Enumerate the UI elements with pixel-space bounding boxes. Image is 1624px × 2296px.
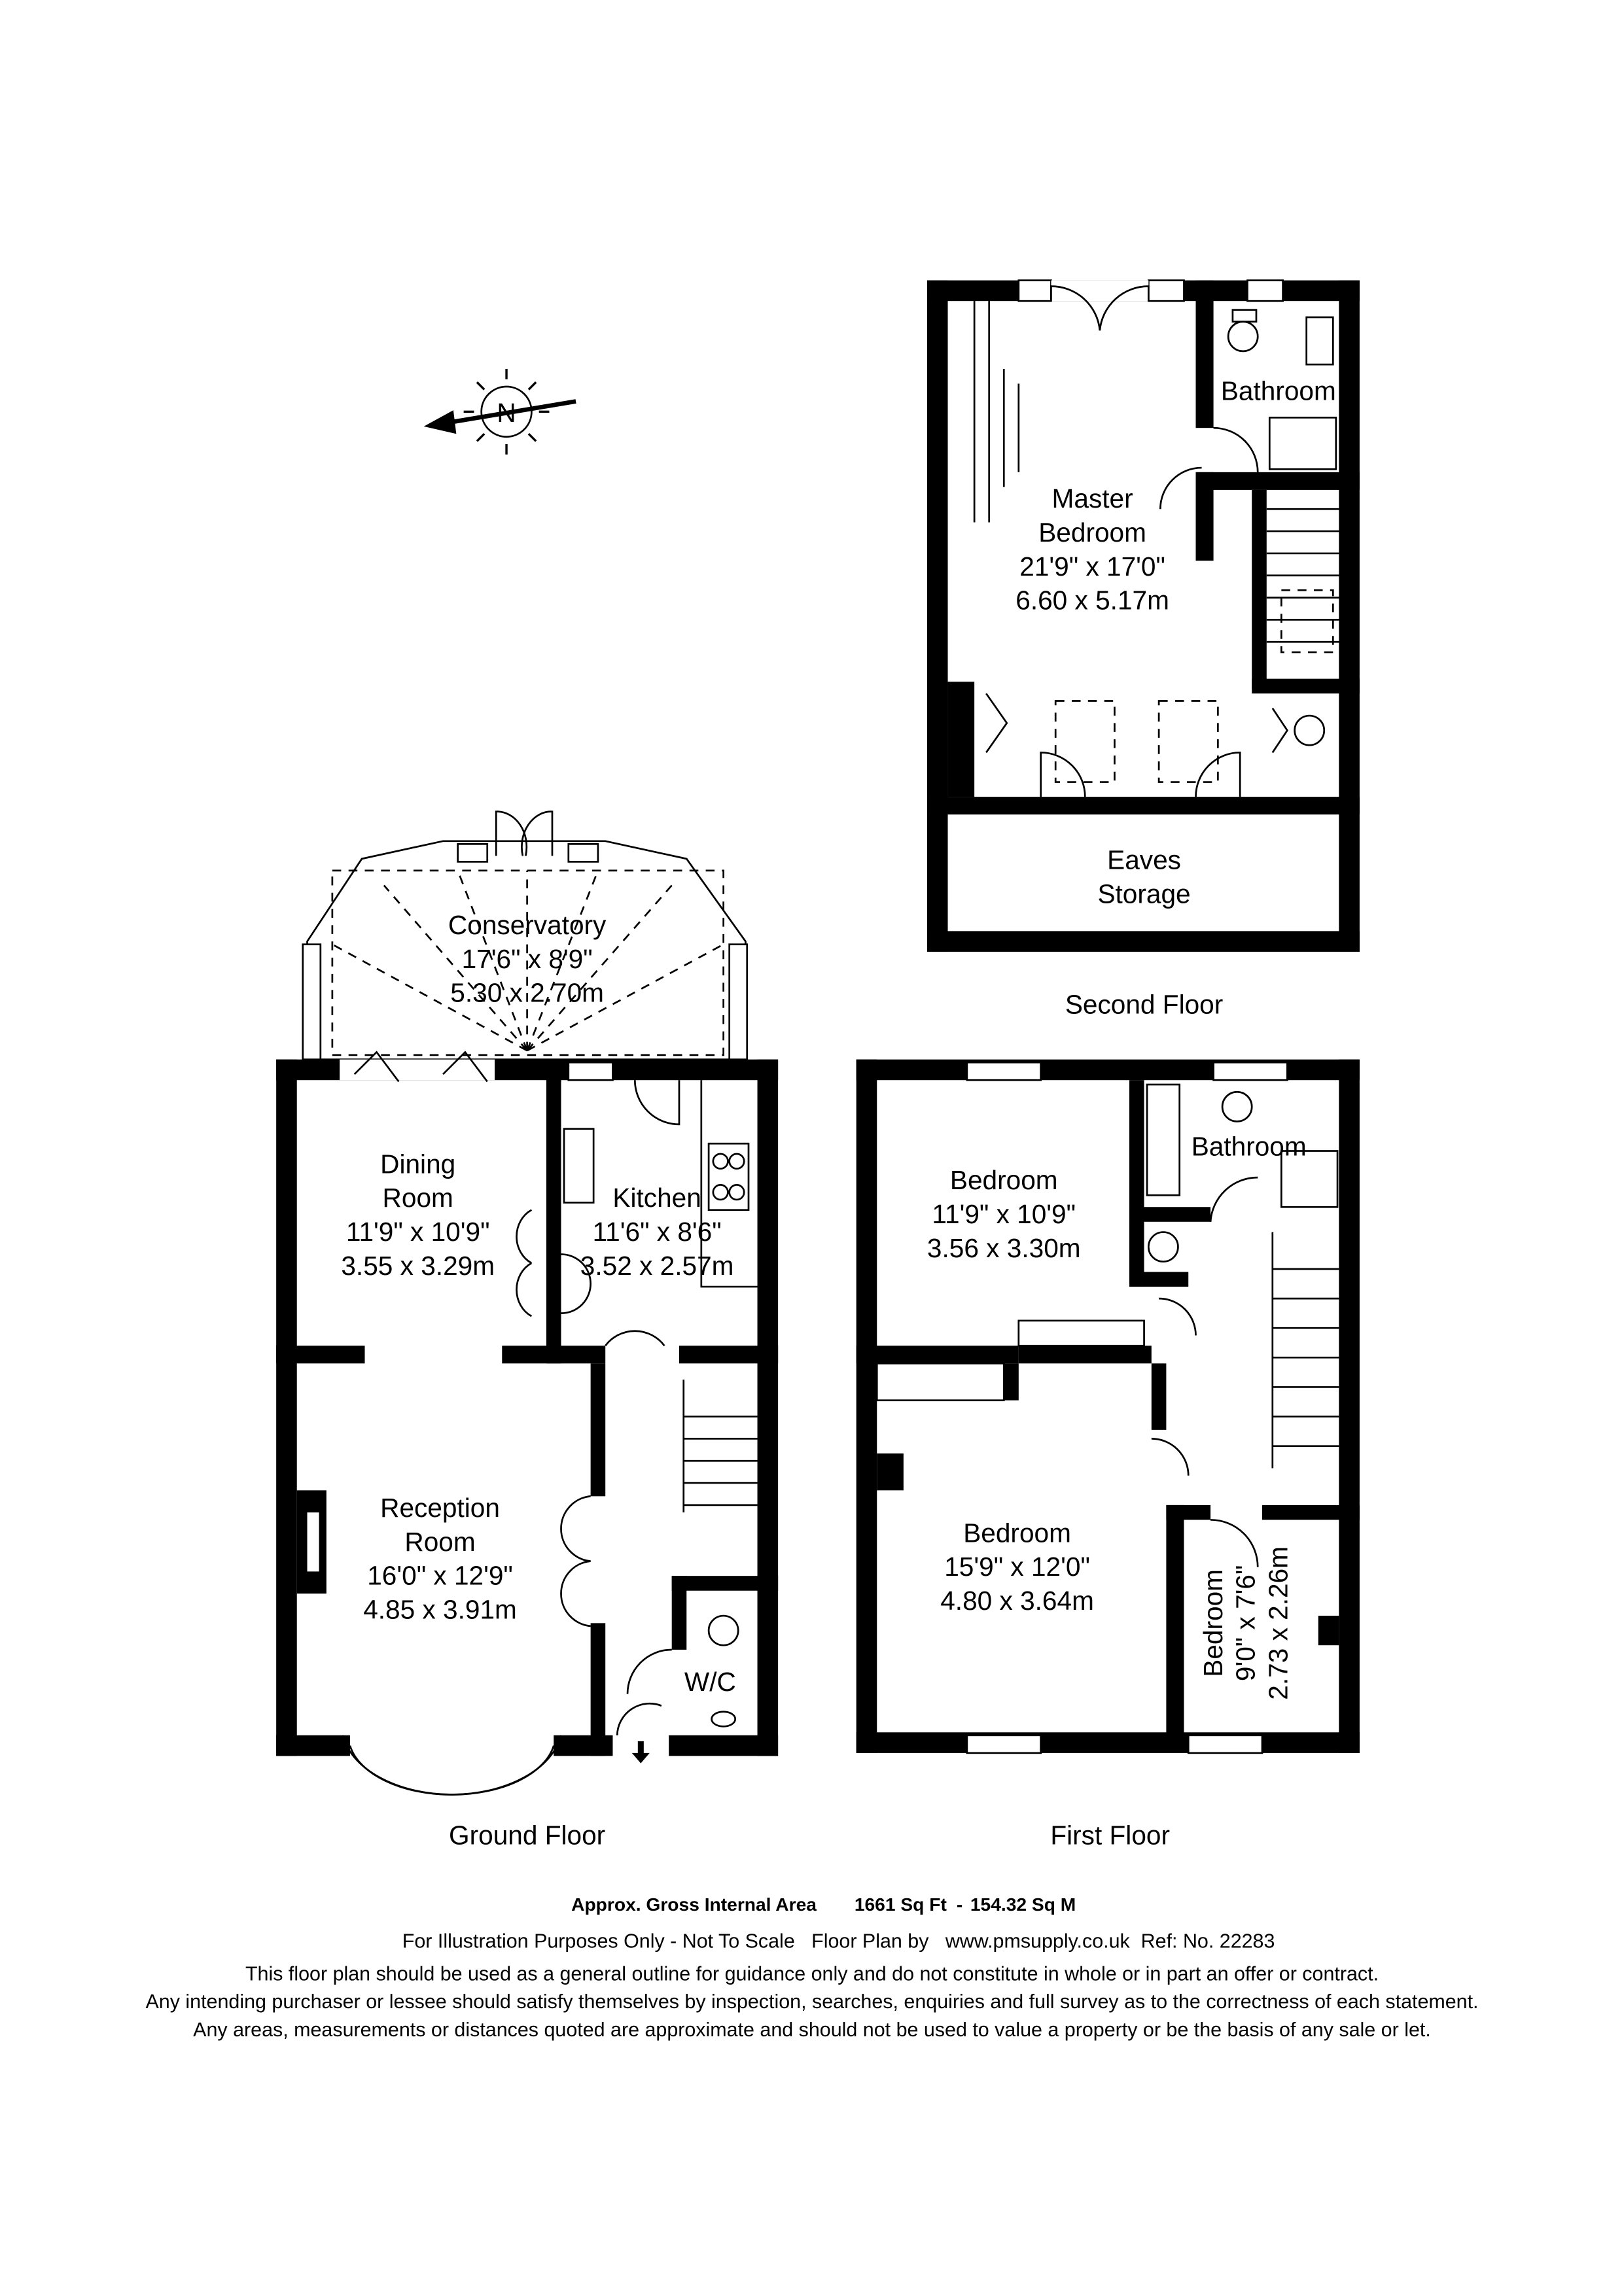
svg-text:Kitchen: Kitchen xyxy=(612,1183,701,1213)
svg-text:6.60 x 5.17m: 6.60 x 5.17m xyxy=(1015,585,1169,616)
svg-text:21'9" x 17'0": 21'9" x 17'0" xyxy=(1019,551,1165,582)
svg-text:11'9" x 10'9": 11'9" x 10'9" xyxy=(346,1217,490,1247)
svg-text:9'0" x 7'6": 9'0" x 7'6" xyxy=(1231,1565,1261,1681)
svg-text:2.73 x 2.26m: 2.73 x 2.26m xyxy=(1263,1546,1293,1700)
kitchen-label: Kitchen 11'6" x 8'6" 3.52 x 2.57m xyxy=(580,1183,734,1281)
svg-text:Bedroom: Bedroom xyxy=(1038,517,1146,548)
bedroom-1-metric: 3.56 x 3.30m xyxy=(927,1233,1081,1263)
svg-text:16'0" x 12'9": 16'0" x 12'9" xyxy=(367,1561,513,1591)
bedroom-1-name: Bedroom xyxy=(950,1165,1058,1195)
svg-text:11'6" x 8'6": 11'6" x 8'6" xyxy=(593,1217,722,1247)
disclaimer-line: Any areas, measurements or distances quo… xyxy=(193,2019,1431,2041)
compass-label: N xyxy=(497,398,516,428)
compass-rays xyxy=(463,368,550,455)
svg-text:Storage: Storage xyxy=(1097,879,1190,909)
dining-room-label: Dining Room 11'9" x 10'9" 3.55 x 3.29m xyxy=(341,1149,495,1281)
svg-text:3.55 x 3.29m: 3.55 x 3.29m xyxy=(341,1251,495,1281)
svg-text:Room: Room xyxy=(404,1527,475,1557)
room-label: Conservatory xyxy=(448,910,607,940)
svg-text:Eaves: Eaves xyxy=(1107,845,1181,875)
compass-arrow xyxy=(442,399,576,426)
entrance-arrow-icon xyxy=(631,1741,650,1764)
svg-text:Reception: Reception xyxy=(380,1493,500,1523)
svg-text:Dining: Dining xyxy=(380,1149,455,1179)
svg-text:Bedroom: Bedroom xyxy=(1198,1569,1228,1677)
bedroom-2-imperial: 15'9" x 12'0" xyxy=(944,1552,1090,1582)
bedroom-2-name: Bedroom xyxy=(963,1518,1071,1548)
conservatory-metric: 5.30 x 2.70m xyxy=(450,978,604,1008)
second-floor-title: Second Floor xyxy=(1065,990,1223,1020)
room-label: Bathroom xyxy=(1221,375,1336,406)
area-sqft: 1661 Sq Ft xyxy=(855,1894,947,1915)
first-floor-title: First Floor xyxy=(1050,1820,1170,1851)
first-floor-plan: Bedroom 11'9" x 10'9" 3.56 x 3.30m Bathr… xyxy=(856,1059,1360,1851)
conservatory-imperial: 17'6" x 8'9" xyxy=(462,944,593,974)
compass-circle xyxy=(480,385,533,438)
svg-text:3.52 x 2.57m: 3.52 x 2.57m xyxy=(580,1251,734,1281)
illustration-note: For Illustration Purposes Only - Not To … xyxy=(402,1930,1275,1953)
disclaimer-line: This floor plan should be used as a gene… xyxy=(245,1962,1379,1985)
wc-label: W/C xyxy=(684,1667,736,1697)
footer: Approx. Gross Internal Area 1661 Sq Ft -… xyxy=(145,1894,1478,2041)
second-floor-plan: Bathroom Master Bedroom 21'9" x 17'0" 6.… xyxy=(927,279,1360,1020)
ground-floor-title: Ground Floor xyxy=(449,1820,605,1851)
master-bedroom-label: Master Bedroom 21'9" x 17'0" 6.60 x 5.17… xyxy=(1015,483,1169,616)
disclaimer-line: Any intending purchaser or lessee should… xyxy=(145,1991,1478,2013)
eaves-storage-label: Eaves Storage xyxy=(1097,845,1190,909)
ground-floor-plan: Conservatory 17'6" x 8'9" 5.30 x 2.70m D… xyxy=(276,810,779,1851)
bathroom-label: Bathroom xyxy=(1192,1131,1307,1161)
bedroom-1-imperial: 11'9" x 10'9" xyxy=(932,1199,1076,1229)
bedroom-2-metric: 4.80 x 3.64m xyxy=(940,1586,1094,1616)
area-separator: - xyxy=(957,1894,962,1915)
area-label: Approx. Gross Internal Area xyxy=(571,1894,817,1915)
reception-room-label: Reception Room 16'0" x 12'9" 4.85 x 3.91… xyxy=(363,1493,517,1625)
area-sqm: 154.32 Sq M xyxy=(970,1894,1076,1915)
bedroom-3-label: Bedroom 9'0" x 7'6" 2.73 x 2.26m xyxy=(1198,1546,1293,1700)
svg-text:Master: Master xyxy=(1052,483,1133,513)
svg-text:4.85 x 3.91m: 4.85 x 3.91m xyxy=(363,1595,517,1625)
svg-text:Room: Room xyxy=(383,1183,453,1213)
compass: N xyxy=(423,368,576,455)
north-arrow-icon xyxy=(423,410,457,434)
